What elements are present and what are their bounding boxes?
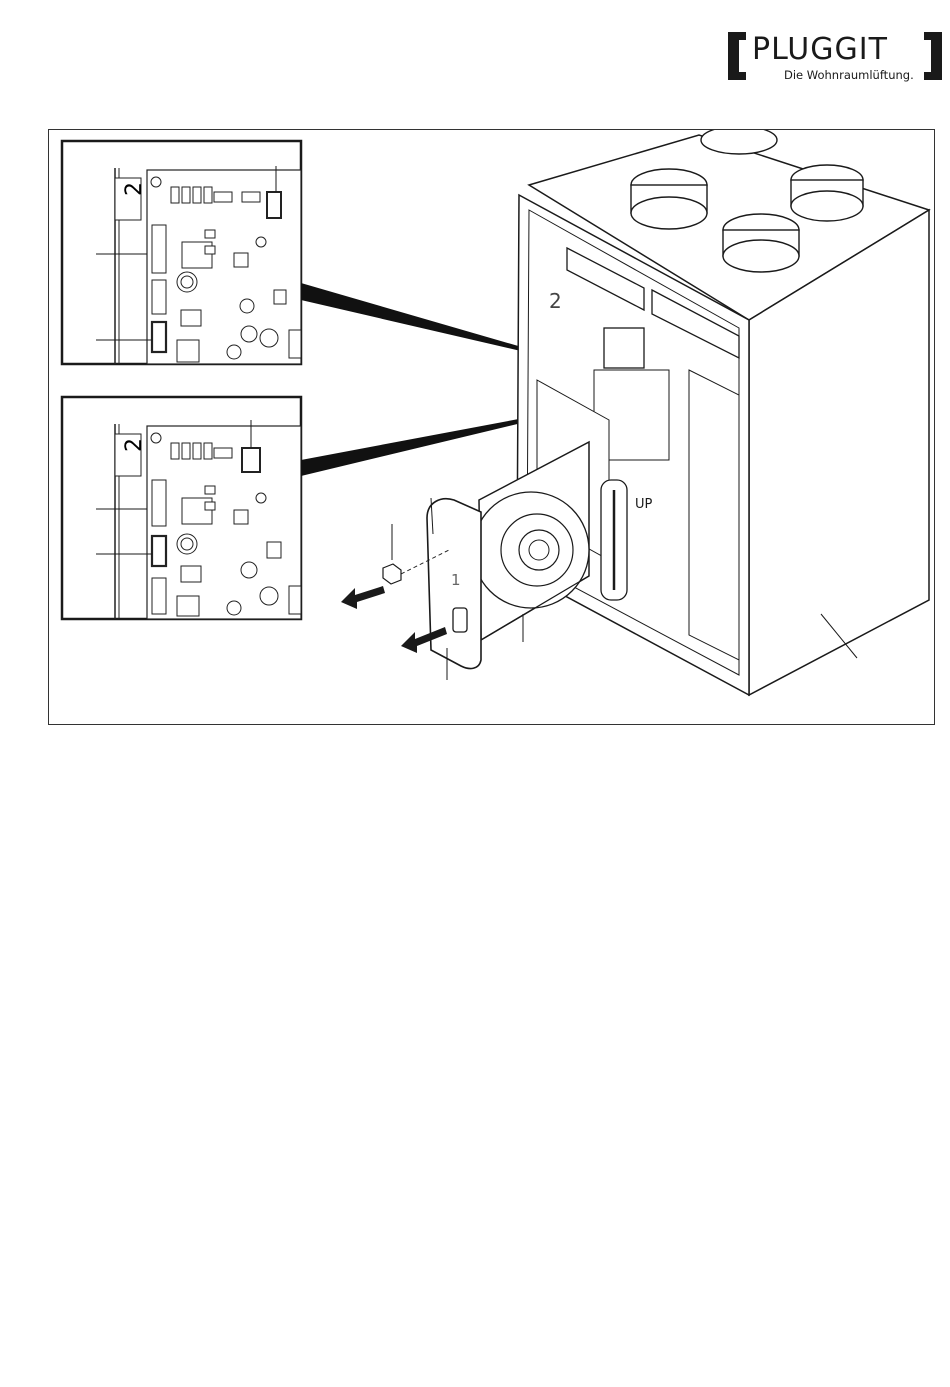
logo-tagline: Die Wohnraumlüftung. [784, 68, 914, 82]
inset-bottom: 2 [62, 397, 301, 619]
fan-number: 1 [451, 571, 461, 589]
figure-illustration: 2 [49, 130, 936, 726]
device-compartment-number: 2 [549, 289, 562, 313]
logo-wordmark: PLUGGIT [752, 34, 888, 66]
device-up-label: UP [635, 497, 653, 512]
inset-top: 2 [62, 141, 301, 364]
logo-right-bracket [931, 32, 942, 80]
removal-arrow-plug-icon [341, 586, 385, 609]
inset-top-board-number: 2 [122, 182, 147, 196]
connector-plug [383, 564, 401, 584]
pluggit-logo: PLUGGIT Die Wohnraumlüftung. [728, 30, 942, 86]
figure-frame: 2 [48, 129, 935, 725]
ventilation-unit: UP 2 [517, 130, 929, 695]
inset-bottom-board-number: 2 [122, 438, 147, 452]
logo-left-bracket [728, 32, 739, 80]
